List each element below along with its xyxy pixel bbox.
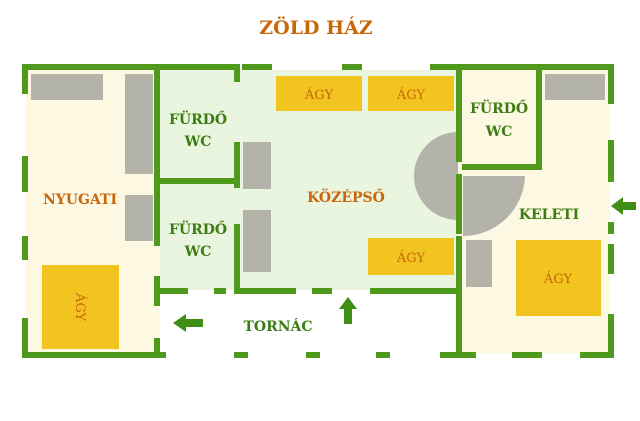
bed-middle-bottom — [368, 238, 454, 275]
porch-edge-1 — [234, 352, 248, 358]
wall-top-3 — [342, 64, 362, 70]
bath-bottom-left-label-2: WC — [184, 244, 212, 260]
porch-edge-2 — [306, 352, 320, 358]
wall-bath-right-1 — [536, 64, 542, 170]
wall-porch-2 — [214, 288, 226, 294]
wall-east-divider-2 — [456, 174, 462, 234]
wall-bath-mid — [160, 178, 240, 184]
plan-title: ZÖLD HÁZ — [259, 16, 373, 39]
wall-east-divider-1 — [456, 64, 462, 162]
wall-left-2 — [22, 156, 28, 192]
porch-edge-3 — [376, 352, 390, 358]
bath-right-floor — [458, 70, 540, 168]
entry-arrow-icon — [339, 297, 357, 324]
wall-bath-right-bottom — [462, 164, 542, 170]
wall-porch-3 — [240, 288, 296, 294]
bed-label-east: ÁGY — [543, 271, 573, 287]
wall-porch-5 — [370, 288, 462, 294]
wall-right-2 — [608, 140, 614, 182]
wall-top-4 — [430, 64, 614, 70]
wall-bath-left-right — [234, 64, 240, 82]
wall-right-1 — [608, 64, 614, 104]
wall-top-1 — [22, 64, 234, 70]
wall-east-divider-3 — [456, 236, 462, 358]
wall-bath-left-right-3 — [234, 224, 240, 294]
wall-right-3 — [608, 222, 614, 234]
wall-bottom-east-1 — [456, 352, 476, 358]
wardrobe-west-side — [125, 74, 153, 174]
wall-west-divider-1 — [154, 64, 160, 246]
cabinet-middle-2 — [243, 210, 271, 272]
round-table-east — [463, 176, 525, 236]
furniture — [31, 74, 605, 287]
bed-middle-top-2 — [368, 76, 454, 111]
wardrobe-east-top — [545, 74, 605, 100]
wall-porch-1 — [154, 288, 188, 294]
bed-label-middle-top-1: ÁGY — [304, 87, 334, 103]
wall-top-2 — [242, 64, 272, 70]
wall-bottom-west — [22, 352, 166, 358]
bed-label-middle-top-2: ÁGY — [396, 87, 426, 103]
wall-left-1 — [22, 64, 28, 94]
bed-east — [516, 240, 601, 316]
wall-west-divider-3 — [154, 338, 160, 358]
bath-right-label-2: WC — [485, 124, 513, 140]
wardrobe-west-top — [31, 74, 103, 100]
porch-arrow-icon — [173, 314, 203, 332]
wall-bottom-east-3 — [580, 352, 614, 358]
cabinet-west-side — [125, 195, 153, 241]
wall-bath-left-right-2 — [234, 142, 240, 188]
bed-west — [42, 265, 119, 349]
wall-left-4 — [22, 318, 28, 358]
bath-top-left-label-1: FÜRDŐ — [169, 109, 227, 128]
room-label-middle: KÖZÉPSŐ — [307, 187, 385, 206]
bed-label-west: ÁGY — [72, 292, 88, 322]
wall-porch-4 — [312, 288, 332, 294]
round-table-middle — [414, 132, 458, 220]
bed-middle-top-1 — [276, 76, 362, 111]
beds — [42, 76, 601, 349]
arrows — [173, 197, 636, 332]
entrance-arrow-icon — [611, 197, 636, 215]
wall-right-4 — [608, 244, 614, 274]
cabinet-east — [466, 240, 492, 287]
walls — [22, 64, 614, 358]
porch-edge-4 — [440, 352, 456, 358]
room-label-porch: TORNÁC — [243, 317, 312, 335]
wall-bottom-east-2 — [512, 352, 542, 358]
room-label-west: NYUGATI — [43, 192, 117, 208]
bath-bottom-left-label-1: FÜRDŐ — [169, 219, 227, 238]
bed-labels: ÁGY ÁGY ÁGY ÁGY ÁGY — [72, 87, 572, 321]
cabinet-middle-1 — [243, 142, 271, 189]
bath-bottom-left-floor — [160, 182, 236, 290]
room-label-east: KELETI — [519, 207, 579, 223]
wall-left-3 — [22, 236, 28, 260]
bath-right-label-1: FÜRDŐ — [470, 98, 528, 117]
bed-label-middle-bottom: ÁGY — [396, 250, 426, 266]
bath-top-left-floor — [160, 70, 236, 182]
bath-top-left-label-2: WC — [184, 134, 212, 150]
wall-right-5 — [608, 314, 614, 358]
